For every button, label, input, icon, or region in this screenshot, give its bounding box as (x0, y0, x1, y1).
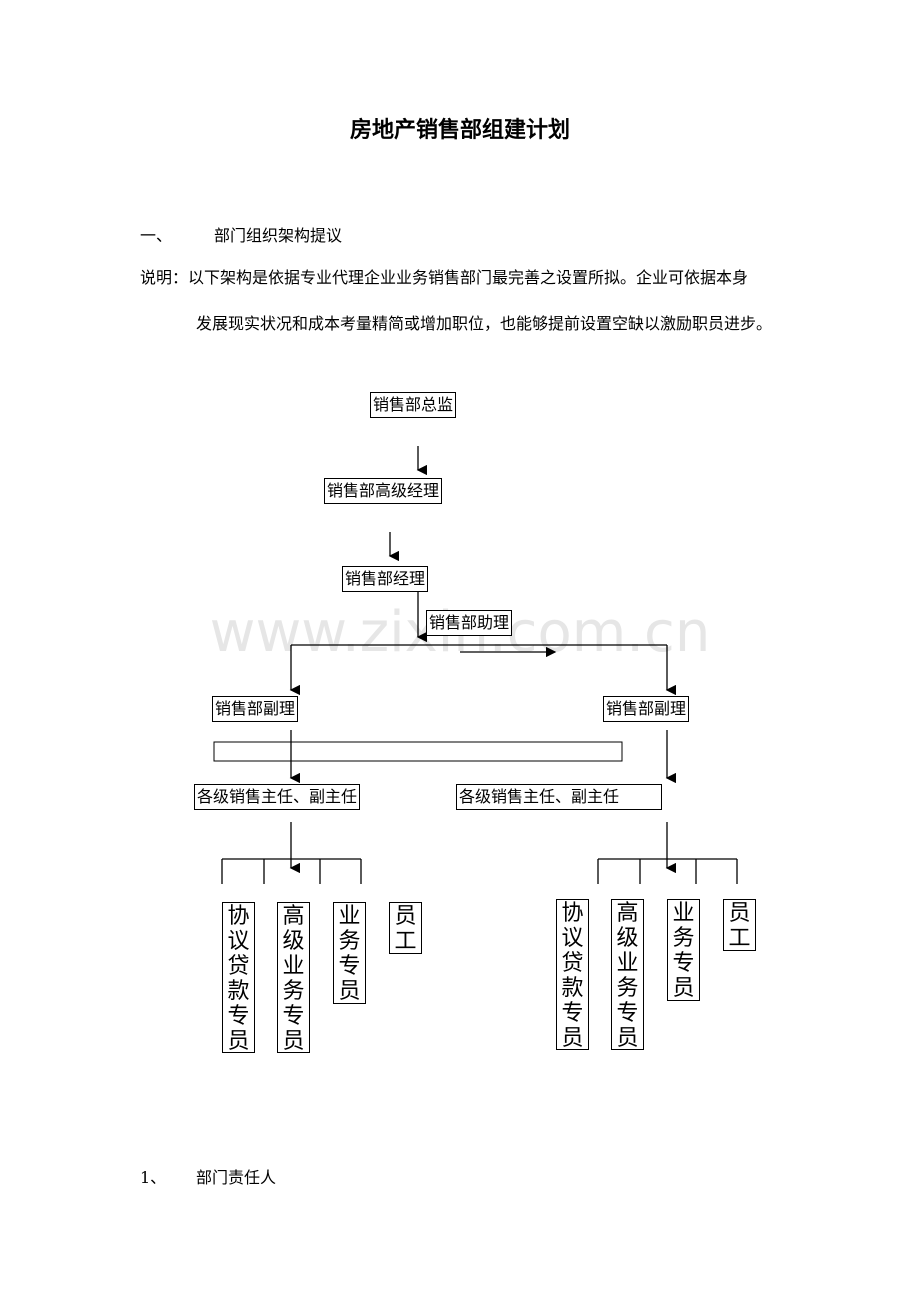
staff-right-business: 业务专员 (667, 899, 700, 1001)
box-senior-manager: 销售部高级经理 (324, 478, 443, 504)
box-sales-director: 销售部总监 (370, 392, 457, 418)
document-title: 房地产销售部组建计划 (349, 118, 570, 143)
note-line-1: 说明：以下架构是依据专业代理企业业务销售部门最完善之设置所拟。企业可依据本身 (140, 268, 749, 287)
box-supervisors-left: 各级销售主任、副主任 (194, 784, 361, 810)
empty-placeholder-box (213, 741, 623, 762)
staff-left-employee: 员工 (389, 902, 422, 954)
note-line-2: 发展现实状况和成本考量精简或增加职位，也能够提前设置空缺以激励职员进步。 (196, 314, 773, 333)
box-deputy-manager-left: 销售部副理 (212, 696, 299, 722)
box-deputy-manager-right: 销售部副理 (603, 696, 690, 722)
staff-right-employee: 员工 (723, 899, 756, 951)
section-number: 一、 (140, 226, 173, 245)
staff-left-business: 业务专员 (333, 902, 366, 1004)
subsection-number: 1、 (140, 1168, 167, 1187)
section-title: 部门组织架构提议 (214, 226, 343, 245)
box-supervisors-right: 各级销售主任、副主任 (456, 784, 662, 810)
staff-right-senior-business: 高级业务专员 (611, 899, 644, 1051)
box-sales-assistant: 销售部助理 (426, 610, 513, 636)
subsection-title: 部门责任人 (196, 1168, 277, 1187)
staff-left-agreement-loan: 协议贷款专员 (222, 902, 255, 1054)
staff-left-senior-business: 高级业务专员 (277, 902, 310, 1054)
staff-right-agreement-loan: 协议贷款专员 (556, 899, 589, 1051)
box-sales-manager: 销售部经理 (342, 566, 429, 592)
